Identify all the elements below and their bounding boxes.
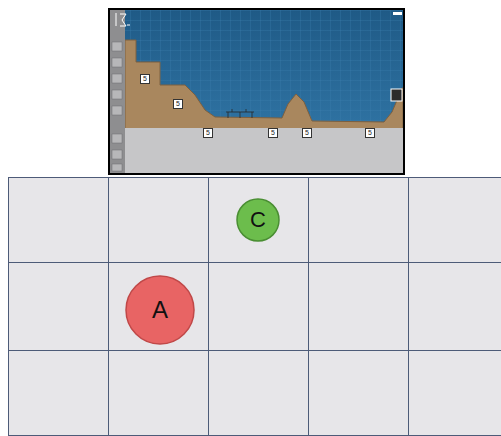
grid <box>8 177 501 436</box>
toolbar <box>110 10 125 174</box>
circle-text-holder: C <box>236 198 280 242</box>
circle-shape <box>237 199 279 241</box>
game-screenshot <box>109 9 404 174</box>
screenshot-frame <box>109 9 404 174</box>
grid-ground <box>8 177 501 436</box>
sky <box>125 10 403 130</box>
screen <box>109 9 404 174</box>
grid-line <box>108 177 109 436</box>
grid-line <box>8 262 501 263</box>
circle-node: C <box>236 198 280 242</box>
grid-line <box>8 350 501 351</box>
grid-lines <box>8 177 501 436</box>
score-tag: 5 <box>140 74 150 84</box>
terrain <box>125 40 403 130</box>
status-mark <box>393 12 402 15</box>
score-tag: 5 <box>302 128 312 138</box>
circle-shape <box>126 276 194 344</box>
table-structure <box>226 109 254 118</box>
sky-grid <box>125 10 403 130</box>
grid-line <box>408 177 409 436</box>
grid-line <box>8 177 9 436</box>
grid-line <box>8 177 501 178</box>
goal-icon <box>391 89 402 101</box>
circle-node: A <box>125 275 195 345</box>
score-tag: 5 <box>173 99 183 109</box>
node-letter: C <box>250 207 266 233</box>
circle-text-holder: A <box>125 275 195 345</box>
toolbar-icons <box>112 42 122 171</box>
floor <box>125 128 403 174</box>
grid-line <box>8 435 501 436</box>
score-tag: 5 <box>203 128 213 138</box>
score-tag: 5 <box>365 128 375 138</box>
node-letter: A <box>152 296 168 324</box>
menu-icon <box>116 13 130 26</box>
grid-line <box>308 177 309 436</box>
score-tag: 5 <box>268 128 278 138</box>
grid-line <box>208 177 209 436</box>
